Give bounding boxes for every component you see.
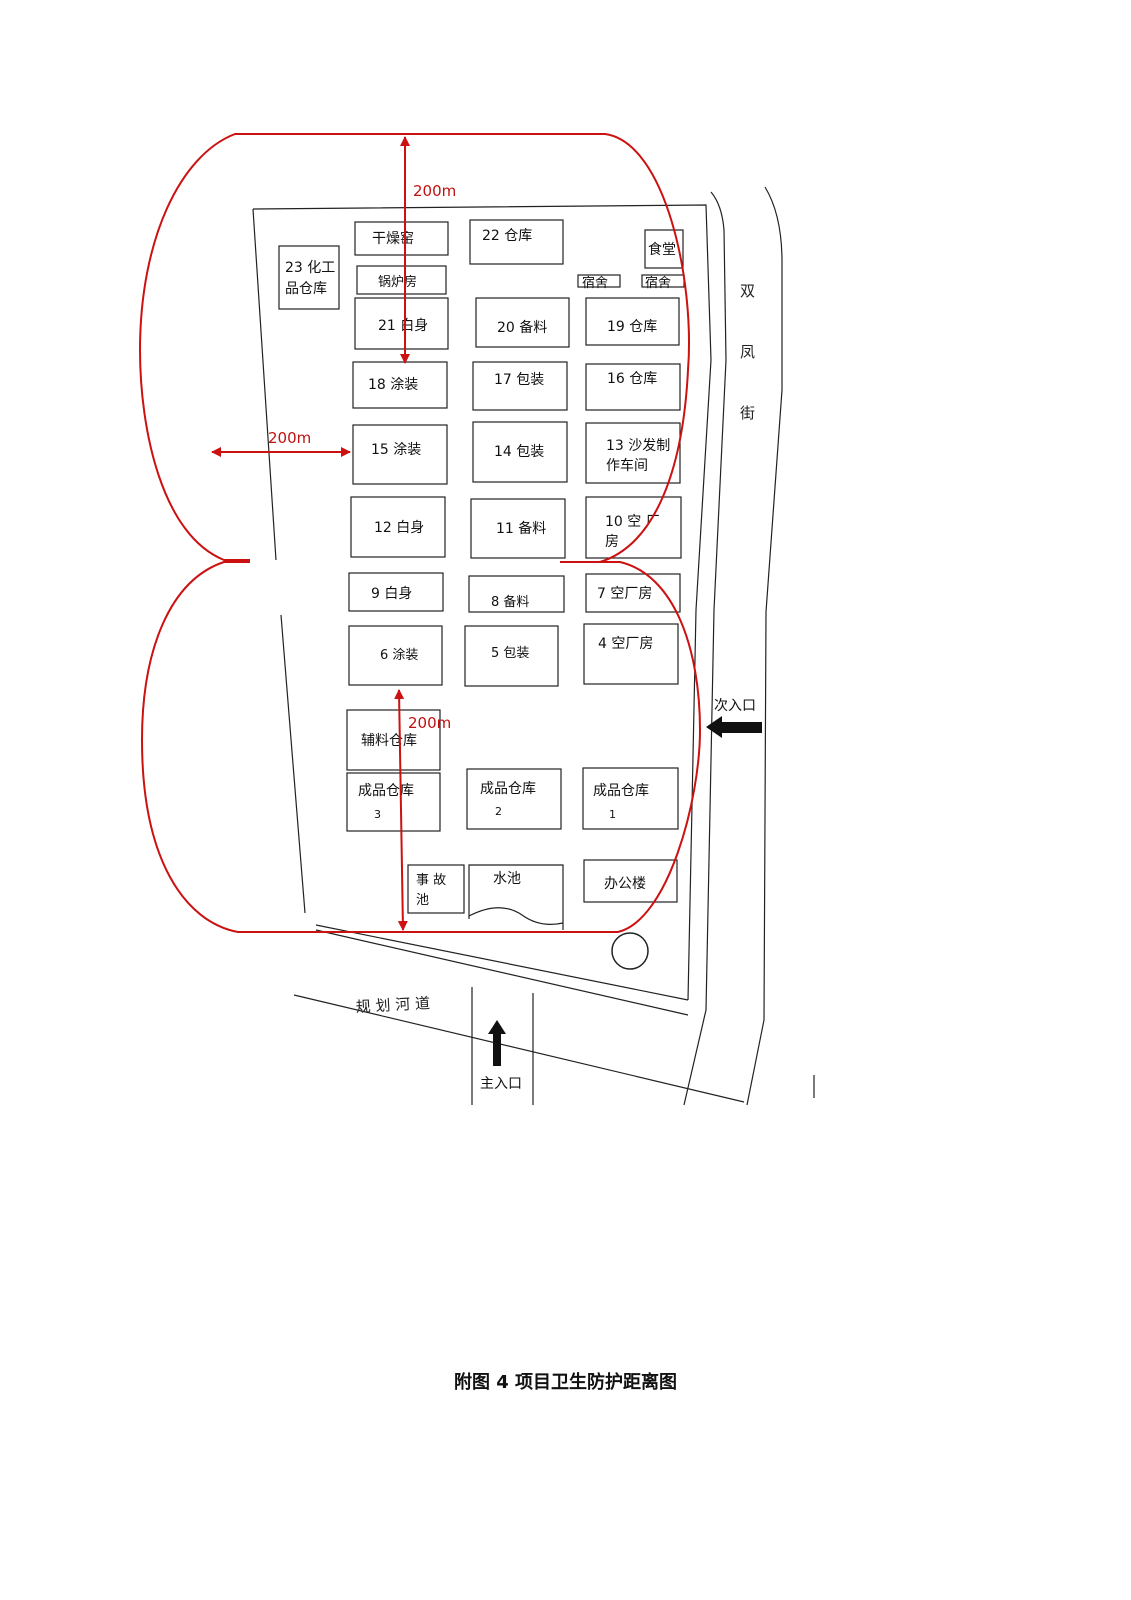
svg-text:6 涂装: 6 涂装 xyxy=(380,647,418,663)
south-road-edge-lower xyxy=(293,994,745,1103)
building-6-coating: 6 涂装 xyxy=(348,625,443,686)
svg-text:9 白身: 9 白身 xyxy=(371,586,412,602)
main-entrance-label: 主入口 xyxy=(480,1076,522,1092)
svg-text:12 白身: 12 白身 xyxy=(374,520,424,536)
building-canteen: 食堂 xyxy=(644,229,684,269)
building-7-vacant-plant: 7 空厂房 xyxy=(585,573,681,613)
street-label-jie: 街 xyxy=(740,404,755,422)
svg-text:锅炉房: 锅炉房 xyxy=(378,274,417,290)
street-label-shuang: 双 xyxy=(740,282,755,300)
circle-marker xyxy=(611,932,649,970)
building-office: 办公楼 xyxy=(583,859,678,903)
building-11-material-prep: 11 备料 xyxy=(470,498,566,559)
svg-text:成品仓库: 成品仓库 xyxy=(480,781,536,797)
svg-text:4 空厂房: 4 空厂房 xyxy=(598,636,653,652)
building-14-packaging: 14 包装 xyxy=(472,421,568,483)
building-23-chemical-warehouse: 23 化工 品仓库 xyxy=(278,245,340,310)
building-21-white-body: 21 白身 xyxy=(354,297,449,350)
main-entrance-arrow-icon xyxy=(488,1020,506,1066)
building-finished-goods-warehouse-2: 成品仓库 2 xyxy=(466,768,562,830)
building-5-packaging: 5 包装 xyxy=(464,625,559,687)
building-9-white-body: 9 白身 xyxy=(348,572,444,612)
shuangfeng-street-edge-right xyxy=(746,186,783,1106)
svg-text:宿舍: 宿舍 xyxy=(645,275,671,291)
svg-text:11 备料: 11 备料 xyxy=(496,520,546,537)
svg-text:14 包装: 14 包装 xyxy=(494,444,544,460)
building-accident-pool: 事 故 池 xyxy=(407,864,465,914)
protection-zone-north xyxy=(138,133,690,563)
building-10-vacant-plant: 10 空 厂 房 xyxy=(585,496,682,559)
dimension-arrow-south xyxy=(394,689,408,931)
svg-text:3: 3 xyxy=(374,808,381,821)
svg-text:食堂: 食堂 xyxy=(648,241,676,258)
figure-caption: 附图 4 项目卫生防护距离图 xyxy=(453,1372,678,1393)
svg-text:品仓库: 品仓库 xyxy=(285,281,327,297)
building-18-coating: 18 涂装 xyxy=(352,361,448,409)
svg-text:2: 2 xyxy=(495,805,502,818)
building-13-sofa-workshop: 13 沙发制 作车间 xyxy=(585,422,681,484)
dimension-label-north: 200m xyxy=(413,182,456,200)
svg-text:成品仓库: 成品仓库 xyxy=(593,783,649,799)
building-16-warehouse: 16 仓库 xyxy=(585,363,681,411)
building-boiler-room: 锅炉房 xyxy=(356,265,447,295)
dimension-label-west: 200m xyxy=(268,429,311,447)
building-dorm-a: 宿舍 xyxy=(577,274,621,291)
svg-text:15 涂装: 15 涂装 xyxy=(371,442,421,458)
svg-text:成品仓库: 成品仓库 xyxy=(358,783,414,799)
building-dorm-b: 宿舍 xyxy=(641,274,685,291)
building-4-vacant-plant: 4 空厂房 xyxy=(583,623,679,685)
svg-text:21 白身: 21 白身 xyxy=(378,318,428,334)
building-19-warehouse: 19 仓库 xyxy=(585,297,680,346)
svg-text:1: 1 xyxy=(609,808,616,821)
shuangfeng-street-edge-left xyxy=(683,191,727,1106)
site-boundary xyxy=(252,204,712,1001)
svg-text:干燥窑: 干燥窑 xyxy=(372,230,414,247)
svg-text:8 备料: 8 备料 xyxy=(491,594,529,610)
building-22-warehouse: 22 仓库 xyxy=(469,219,564,265)
svg-text:事 故: 事 故 xyxy=(416,873,446,888)
building-15-coating: 15 涂装 xyxy=(352,424,448,485)
building-8-material-prep: 8 备料 xyxy=(468,575,565,613)
svg-text:20 备料: 20 备料 xyxy=(497,319,547,336)
svg-text:7 空厂房: 7 空厂房 xyxy=(597,586,652,602)
svg-text:辅料仓库: 辅料仓库 xyxy=(361,733,417,749)
building-20-material-prep: 20 备料 xyxy=(475,297,570,348)
south-road-edge-upper xyxy=(315,929,689,1016)
svg-text:18 涂装: 18 涂装 xyxy=(368,377,418,393)
svg-text:10 空 厂: 10 空 厂 xyxy=(605,514,660,530)
svg-text:22 仓库: 22 仓库 xyxy=(482,228,532,244)
protection-zone-south xyxy=(140,561,702,933)
secondary-entrance-label: 次入口 xyxy=(714,698,756,714)
svg-text:办公楼: 办公楼 xyxy=(604,876,646,892)
svg-text:5 包装: 5 包装 xyxy=(491,646,529,661)
svg-text:房: 房 xyxy=(605,534,619,550)
building-finished-goods-warehouse-3: 成品仓库 3 xyxy=(346,772,441,832)
building-17-packaging: 17 包装 xyxy=(472,361,568,411)
building-finished-goods-warehouse-1: 成品仓库 1 xyxy=(582,767,679,830)
building-12-white-body: 12 白身 xyxy=(350,496,446,558)
svg-text:池: 池 xyxy=(416,893,429,908)
svg-text:作车间: 作车间 xyxy=(606,457,648,474)
water-pool: 水池 xyxy=(468,864,564,930)
svg-text:23 化工: 23 化工 xyxy=(285,260,335,276)
svg-text:13 沙发制: 13 沙发制 xyxy=(606,438,670,454)
street-label-feng: 凤 xyxy=(740,343,755,361)
svg-text:16 仓库: 16 仓库 xyxy=(607,371,657,387)
dimension-label-south: 200m xyxy=(408,714,451,732)
svg-text:宿舍: 宿舍 xyxy=(582,275,608,291)
river-label: 规 划 河 道 xyxy=(355,994,430,1016)
svg-text:17 包装: 17 包装 xyxy=(494,372,544,388)
svg-text:19 仓库: 19 仓库 xyxy=(607,319,657,335)
building-drying-kiln: 干燥窑 xyxy=(354,221,449,256)
svg-text:水池: 水池 xyxy=(493,871,521,887)
secondary-entrance-arrow-icon xyxy=(706,716,762,738)
